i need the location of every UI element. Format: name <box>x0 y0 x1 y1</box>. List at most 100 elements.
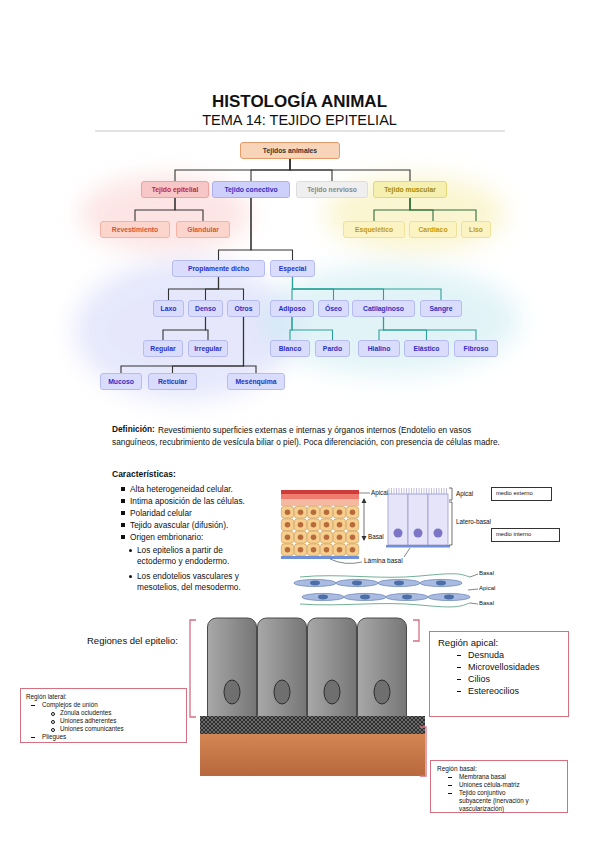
squamous-cell <box>420 579 462 586</box>
tissue-box: Catilaginoso <box>352 300 415 317</box>
epithelial-cell <box>294 531 306 543</box>
cell-body <box>378 579 420 586</box>
epithelial-cell <box>346 519 358 531</box>
node-label: Región lateral: <box>26 693 181 701</box>
tree-connector <box>206 317 209 340</box>
node-label: Tejido conectivo <box>224 186 277 193</box>
tree-connector <box>175 198 203 221</box>
nucleus <box>324 534 330 540</box>
cell-body <box>420 579 462 586</box>
tree-connector <box>219 277 244 300</box>
epithelial-cell <box>294 544 306 556</box>
epithelial-cell <box>346 531 358 543</box>
leader-line <box>470 603 478 604</box>
cell-body <box>333 544 345 556</box>
node-label: Laxo <box>161 305 177 312</box>
tissue-box: Fibroso <box>454 340 498 357</box>
bracket <box>449 488 452 500</box>
nucleus <box>324 522 330 528</box>
tissue-box: Sangre <box>420 300 462 317</box>
nucleus <box>311 509 317 515</box>
epithelial-cell <box>320 531 332 543</box>
node-list-item: Uniones célula-matriz <box>459 781 561 789</box>
microvillus <box>436 488 437 494</box>
node-list-item: Desnuda <box>468 649 560 661</box>
microvillus <box>421 488 422 494</box>
node-label: Mucoso <box>108 378 134 385</box>
squamous-cell <box>336 579 378 586</box>
columnar-cell <box>428 494 448 545</box>
node-list-item: Tejido conjuntivo subyacente (inervación… <box>459 789 537 813</box>
microvillus <box>429 488 430 494</box>
tree-connector <box>251 198 293 260</box>
tissue-box: Esquelético <box>343 221 405 238</box>
glow-blob <box>260 265 520 375</box>
nucleus <box>434 529 443 538</box>
cell-body <box>307 506 319 518</box>
node-list-item: Cilios <box>468 673 560 685</box>
tree-connector <box>293 277 442 300</box>
list-item: Intima aposición de las células. <box>130 496 245 507</box>
tree-connector <box>121 317 244 373</box>
cell-body <box>320 506 332 518</box>
region-callout: Región basal:Membrana basalUniones célul… <box>430 760 568 813</box>
microvillus <box>426 488 427 494</box>
squamous-cell <box>378 579 420 586</box>
cell-body <box>302 593 344 600</box>
tissue-box: Tejido conectivo <box>212 181 290 198</box>
tissue-box: Especial <box>270 260 315 277</box>
tissue-box: Óseo <box>318 300 349 317</box>
epithelium-regions <box>190 618 426 776</box>
apical-layer <box>281 490 359 494</box>
cell-body <box>294 506 306 518</box>
node-label: Cardiaco <box>418 226 447 233</box>
tree-connector <box>173 317 244 373</box>
epithelial-cell <box>281 519 293 531</box>
node-label: Denso <box>195 305 216 312</box>
tissue-box: Cardiaco <box>409 221 457 238</box>
nucleus <box>298 547 304 553</box>
nucleus <box>402 595 412 600</box>
microvillus <box>394 488 395 494</box>
epithelial-cell <box>307 544 319 556</box>
epithelial-cell <box>333 519 345 531</box>
tissue-box: Propiamente dicho <box>172 260 265 277</box>
basal-line <box>300 574 470 578</box>
tissue-box: Tejido nervioso <box>296 181 368 198</box>
node-list-item: Zónula ocludentes <box>60 709 181 717</box>
cell-body <box>307 544 319 556</box>
nucleus <box>318 595 328 600</box>
squamous-cell <box>386 593 428 600</box>
columnar-cell <box>388 494 408 545</box>
microvillus <box>409 488 410 494</box>
bracket <box>420 727 426 776</box>
node-label: medio interno <box>496 531 559 537</box>
tissue-box: Tejido epitelial <box>141 181 209 198</box>
part-label: Lámina basal <box>364 557 403 565</box>
cell-body <box>346 544 358 556</box>
basal-lamina <box>281 556 359 559</box>
nucleus <box>324 680 340 704</box>
nucleus <box>414 529 423 538</box>
nucleus <box>394 581 404 586</box>
microvillus <box>389 488 390 494</box>
part-label: Apical <box>371 489 388 497</box>
cell-grid <box>281 506 358 555</box>
part-label: Apical <box>456 490 473 498</box>
nucleus <box>285 509 291 515</box>
node-label: Fibroso <box>464 345 489 352</box>
nucleus <box>285 534 291 540</box>
microvillus <box>406 488 407 494</box>
tree-connector <box>384 317 427 340</box>
cell-body <box>294 531 306 543</box>
node-label: Elástico <box>413 345 439 352</box>
apical-layer <box>281 499 359 506</box>
nucleus <box>337 509 343 515</box>
node-list-item: Estereocilios <box>468 685 560 697</box>
nucleus <box>224 680 240 704</box>
tree-connector <box>244 317 257 373</box>
nucleus <box>360 595 370 600</box>
page-title: HISTOLOGÍA ANIMAL <box>0 92 599 112</box>
epithelial-cell <box>333 506 345 518</box>
